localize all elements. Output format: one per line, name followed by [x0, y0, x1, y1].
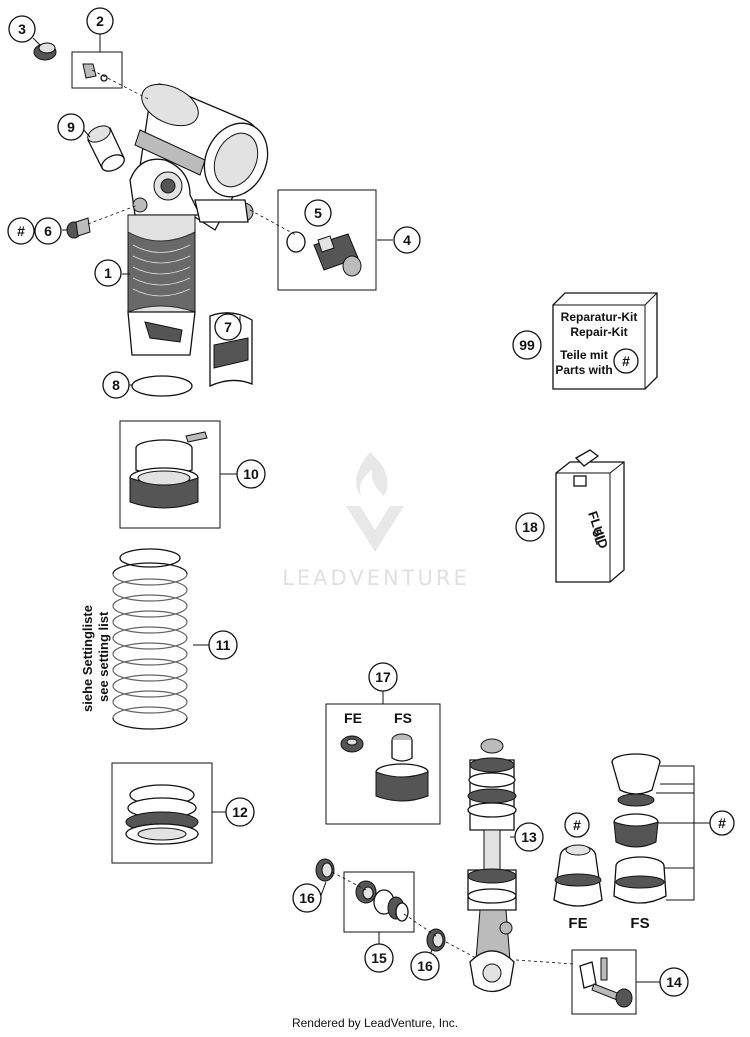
repair-kit-box: Reparatur-Kit Repair-Kit Teile mit Parts… — [552, 292, 658, 390]
svg-text:6: 6 — [44, 223, 52, 239]
repair-kit-en: Repair-Kit — [570, 325, 627, 339]
callout-hash-kit: # — [613, 348, 639, 374]
damper-rod-part — [467, 738, 517, 993]
callout-13: 13 — [514, 822, 544, 852]
setting-list-en: see setting list — [96, 611, 111, 702]
bolt-part — [66, 217, 91, 239]
svg-text:99: 99 — [519, 337, 535, 353]
svg-text:#: # — [17, 223, 25, 239]
callout-16-right: 16 — [410, 951, 440, 981]
spring-part — [112, 548, 188, 730]
callout-6: 6 — [34, 217, 62, 245]
svg-text:15: 15 — [371, 950, 387, 966]
callout-1: 1 — [94, 259, 122, 287]
svg-text:4: 4 — [403, 232, 411, 248]
callout-11: 11 — [208, 630, 238, 660]
callout-15: 15 — [364, 943, 394, 973]
shock-absorber-body — [127, 83, 269, 356]
callout-hash-right: # — [709, 810, 735, 836]
svg-text:#: # — [573, 817, 581, 833]
callout-17: 17 — [368, 662, 398, 692]
bolt-set-part — [579, 957, 633, 1008]
svg-text:8: 8 — [112, 377, 120, 393]
adjuster-part — [313, 233, 362, 277]
svg-text:2: 2 — [96, 13, 104, 29]
svg-text:10: 10 — [243, 466, 259, 482]
spring-seat-box — [111, 762, 213, 864]
bushing-part — [87, 125, 125, 172]
callout-18: 18 — [515, 512, 545, 542]
svg-text:14: 14 — [666, 974, 682, 990]
compression-adjuster-box — [277, 189, 377, 291]
spring-seat-part — [125, 784, 199, 845]
fs-top-label: FS — [394, 710, 412, 726]
fluid-can: FLUID 5L — [555, 449, 625, 583]
callout-2: 2 — [86, 7, 114, 35]
valve-box — [71, 51, 123, 89]
callout-9: 9 — [57, 113, 85, 141]
parts-with-en: Parts with — [555, 363, 612, 377]
callout-16-left: 16 — [292, 883, 322, 913]
setting-list-de: siehe Settingliste — [80, 605, 95, 712]
fe-bushing-part — [553, 844, 603, 907]
watermark-text: LEADVENTURE — [282, 566, 470, 590]
svg-text:16: 16 — [417, 958, 433, 974]
fe-bottom-label: FE — [568, 915, 587, 932]
svg-text:5: 5 — [314, 205, 322, 221]
callout-4: 4 — [393, 226, 421, 254]
svg-text:18: 18 — [522, 519, 538, 535]
svg-text:1: 1 — [104, 265, 112, 281]
footer-credit: Rendered by LeadVenture, Inc. — [291, 1016, 459, 1030]
svg-text:#: # — [622, 353, 630, 369]
fe-nut-part — [340, 735, 364, 753]
svg-text:7: 7 — [224, 319, 232, 335]
valve-part — [82, 63, 108, 82]
callout-99: 99 — [512, 330, 542, 360]
dust-cap-left — [315, 858, 335, 882]
callout-10: 10 — [236, 459, 266, 489]
dust-cap-right — [426, 928, 446, 952]
parts-with-de: Teile mit — [560, 348, 608, 362]
fs-bottom-label: FS — [630, 915, 649, 932]
cap-part — [33, 42, 57, 61]
callout-hash-left: # — [7, 217, 35, 245]
repair-kit-de: Reparatur-Kit — [561, 310, 638, 324]
svg-text:3: 3 — [18, 21, 26, 37]
callout-12: 12 — [225, 797, 255, 827]
svg-text:17: 17 — [375, 669, 391, 685]
svg-text:9: 9 — [67, 119, 75, 135]
svg-text:12: 12 — [232, 804, 248, 820]
callout-5: 5 — [304, 199, 332, 227]
fs-bushing-stack — [611, 753, 667, 904]
callout-hash-fe: # — [564, 812, 590, 838]
callout-3: 3 — [8, 15, 36, 43]
callout-14: 14 — [659, 967, 689, 997]
fluid-volume: 5L — [589, 527, 608, 546]
callout-7: 7 — [214, 313, 242, 341]
svg-text:#: # — [718, 815, 726, 831]
circlip-part — [131, 375, 193, 397]
fs-piston-part — [375, 733, 429, 802]
leadventure-watermark: LEADVENTURE — [282, 452, 470, 590]
setting-list-note: siehe Settingliste see setting list — [80, 605, 111, 712]
callout-8: 8 — [102, 371, 130, 399]
fe-top-label: FE — [344, 710, 362, 726]
spring-collar-part — [129, 431, 208, 509]
svg-text:13: 13 — [521, 829, 537, 845]
svg-text:11: 11 — [216, 637, 231, 653]
svg-text:16: 16 — [299, 890, 315, 906]
piston-valve-part — [355, 880, 409, 922]
o-ring-part — [286, 231, 306, 253]
